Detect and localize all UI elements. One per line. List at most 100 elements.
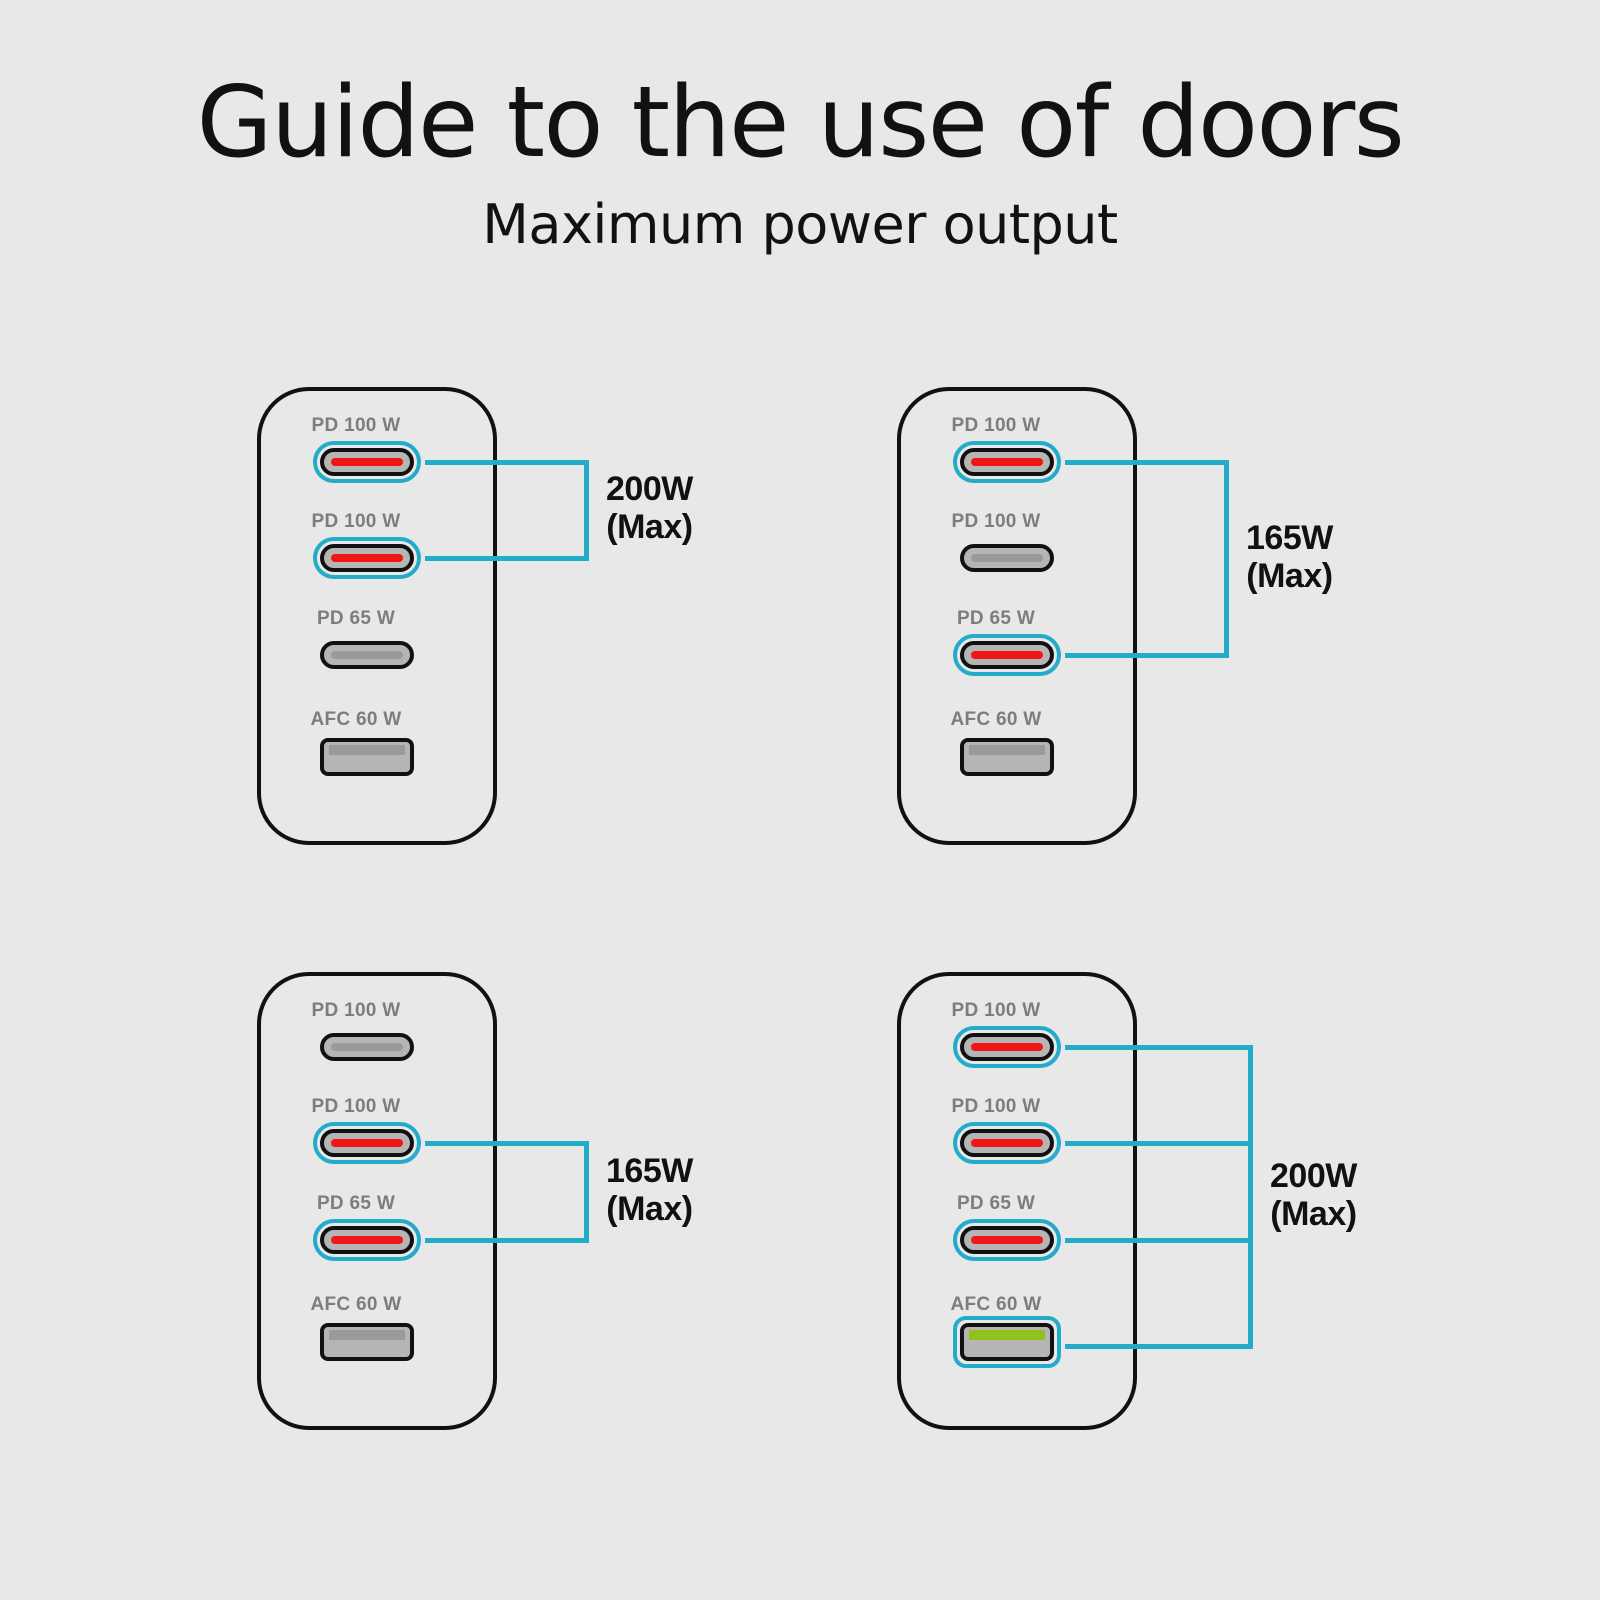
max-power-watts: 165W xyxy=(1246,518,1333,557)
port-row: PD 65 W xyxy=(257,608,497,700)
usb-c-port-icon[interactable] xyxy=(313,441,421,483)
port-row: PD 65 W xyxy=(897,1193,1137,1285)
port-active-indicator xyxy=(971,1139,1043,1147)
port-label: PD 100 W xyxy=(951,415,1041,436)
usb-a-port-icon[interactable] xyxy=(313,731,421,783)
header: Guide to the use of doors Maximum power … xyxy=(0,0,1600,252)
usb-c-port-icon[interactable] xyxy=(953,1026,1061,1068)
port-label: PD 65 W xyxy=(316,608,396,629)
port-label: PD 100 W xyxy=(311,1000,401,1021)
port-row: AFC 60 W xyxy=(897,1294,1137,1386)
port-row: PD 100 W xyxy=(897,415,1137,507)
port-shell xyxy=(960,1323,1054,1361)
port-contact-bar xyxy=(329,1330,405,1340)
max-power-watts: 200W xyxy=(606,470,693,508)
port-shell xyxy=(960,738,1054,776)
port-shell xyxy=(320,544,414,572)
charger-body-outline xyxy=(257,387,497,845)
port-label: AFC 60 W xyxy=(310,1294,402,1315)
port-label: PD 65 W xyxy=(316,1193,396,1214)
port-label: PD 100 W xyxy=(951,1096,1041,1117)
port-label: AFC 60 W xyxy=(950,1294,1042,1315)
page-title: Guide to the use of doors xyxy=(196,66,1405,180)
max-power-suffix: (Max) xyxy=(1246,556,1333,595)
port-shell xyxy=(320,738,414,776)
port-label: PD 100 W xyxy=(311,511,401,532)
port-shell xyxy=(960,1226,1054,1254)
port-row: PD 100 W xyxy=(257,415,497,507)
port-label: PD 100 W xyxy=(951,511,1041,532)
usb-a-port-icon[interactable] xyxy=(313,1316,421,1368)
charger-top-right: PD 100 W PD 100 W PD 65 W AFC 60 W 165W(Max) xyxy=(880,375,1580,875)
max-power-suffix: (Max) xyxy=(606,508,693,547)
usb-c-port-icon[interactable] xyxy=(313,1026,421,1068)
port-row: AFC 60 W xyxy=(257,709,497,801)
port-active-indicator xyxy=(331,554,403,562)
usb-c-port-icon[interactable] xyxy=(953,1122,1061,1164)
port-active-indicator xyxy=(331,1236,403,1244)
port-contact-bar xyxy=(971,554,1043,562)
port-shell xyxy=(320,1033,414,1061)
charger-body-outline xyxy=(897,972,1137,1430)
port-label: AFC 60 W xyxy=(310,709,402,730)
port-shell xyxy=(960,544,1054,572)
port-row: PD 100 W xyxy=(257,1096,497,1188)
usb-c-port-icon[interactable] xyxy=(313,1122,421,1164)
usb-c-port-icon[interactable] xyxy=(953,537,1061,579)
usb-c-port-icon[interactable] xyxy=(953,1219,1061,1261)
max-power-callout: 165W(Max) xyxy=(606,1152,693,1228)
port-label: AFC 60 W xyxy=(950,709,1042,730)
bracket-spine-line xyxy=(584,460,589,561)
max-power-callout: 200W(Max) xyxy=(606,470,693,546)
usb-a-port-icon[interactable] xyxy=(953,1316,1061,1368)
usb-a-port-icon[interactable] xyxy=(953,731,1061,783)
page-subtitle: Maximum power output xyxy=(482,193,1118,256)
port-shell xyxy=(960,641,1054,669)
max-power-suffix: (Max) xyxy=(606,1189,693,1228)
port-active-indicator xyxy=(331,458,403,466)
port-list: PD 100 W PD 100 W PD 65 W AFC 60 W xyxy=(257,387,497,845)
port-shell xyxy=(320,448,414,476)
max-power-suffix: (Max) xyxy=(1270,1194,1357,1233)
port-shell xyxy=(960,1033,1054,1061)
port-shell xyxy=(320,1323,414,1361)
charger-bottom-right: PD 100 W PD 100 W PD 65 W AFC 60 W 200W(Max) xyxy=(880,960,1580,1460)
max-power-callout: 200W(Max) xyxy=(1270,1157,1357,1233)
port-row: PD 65 W xyxy=(897,608,1137,700)
port-active-indicator xyxy=(331,1139,403,1147)
port-row: PD 100 W xyxy=(257,1000,497,1092)
port-row: AFC 60 W xyxy=(257,1294,497,1386)
port-row: PD 65 W xyxy=(257,1193,497,1285)
port-row: PD 100 W xyxy=(897,1000,1137,1092)
charger-top-left: PD 100 W PD 100 W PD 65 W AFC 60 W 200W(Max) xyxy=(240,375,940,875)
port-row: PD 100 W xyxy=(897,511,1137,603)
usb-c-port-icon[interactable] xyxy=(313,634,421,676)
port-shell xyxy=(320,1226,414,1254)
max-power-callout: 165W(Max) xyxy=(1246,519,1333,595)
bracket-spine-line xyxy=(584,1141,589,1243)
port-label: PD 100 W xyxy=(951,1000,1041,1021)
port-active-indicator xyxy=(971,651,1043,659)
usb-c-port-icon[interactable] xyxy=(313,1219,421,1261)
port-shell xyxy=(320,641,414,669)
port-list: PD 100 W PD 100 W PD 65 W AFC 60 W xyxy=(257,972,497,1430)
port-list: PD 100 W PD 100 W PD 65 W AFC 60 W xyxy=(897,387,1137,845)
usb-c-port-icon[interactable] xyxy=(953,441,1061,483)
usb-c-port-icon[interactable] xyxy=(953,634,1061,676)
port-row: AFC 60 W xyxy=(897,709,1137,801)
usb-c-port-icon[interactable] xyxy=(313,537,421,579)
port-contact-bar xyxy=(331,651,403,659)
port-contact-bar xyxy=(969,745,1045,755)
port-shell xyxy=(320,1129,414,1157)
port-active-indicator xyxy=(971,458,1043,466)
port-label: PD 65 W xyxy=(956,608,1036,629)
port-list: PD 100 W PD 100 W PD 65 W AFC 60 W xyxy=(897,972,1137,1430)
port-contact-bar xyxy=(331,1043,403,1051)
port-contact-bar xyxy=(329,745,405,755)
charger-bottom-left: PD 100 W PD 100 W PD 65 W AFC 60 W 165W(Max) xyxy=(240,960,940,1460)
max-power-watts: 200W xyxy=(1270,1156,1357,1195)
port-shell xyxy=(960,1129,1054,1157)
bracket-spine-line xyxy=(1224,460,1229,658)
port-label: PD 65 W xyxy=(956,1193,1036,1214)
